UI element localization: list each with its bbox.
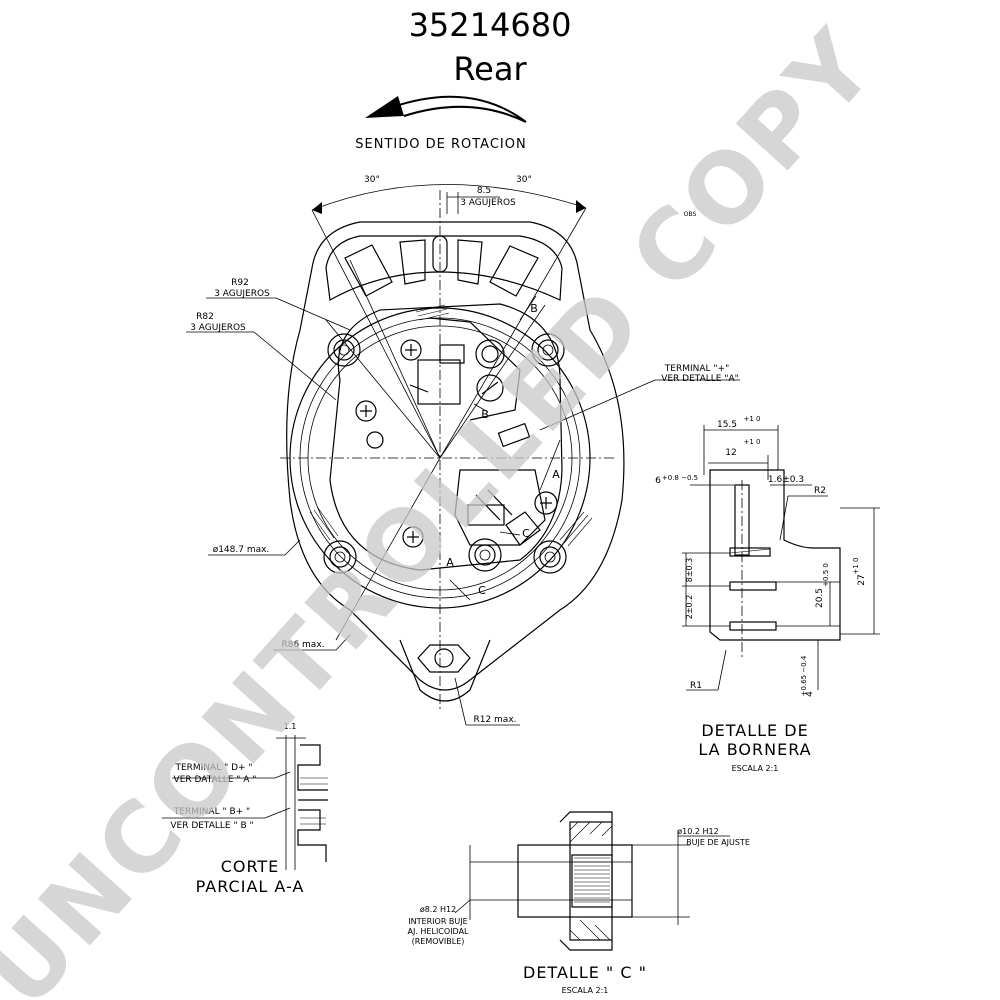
detalle-c-interior-3: (REMOVIBLE) <box>412 937 465 946</box>
detalle-c <box>454 811 730 951</box>
bornera-dim-1-6: 1.6±0.3 <box>768 475 804 485</box>
screw-right <box>534 491 558 515</box>
bornera-dim-8: 8±0.3 <box>685 558 694 583</box>
corte-parcial <box>162 735 328 870</box>
corte-dim-1-1: 1.1 <box>284 722 297 731</box>
angle-right-label: 30° <box>516 175 532 185</box>
bolt-bottom-right <box>533 540 567 574</box>
detalle-c-interior-1: INTERIOR BUJE <box>408 917 467 926</box>
corte-terminal-b: TERMINAL " B+ " <box>173 807 250 817</box>
bornera-dim-4: 4 <box>805 691 815 697</box>
detalle-bornera <box>682 425 880 691</box>
section-c-lower: C <box>478 584 486 597</box>
bolt-top-right <box>531 333 565 367</box>
hole-count-label: 3 AGUJEROS <box>460 198 516 208</box>
bornera-dim-6: 6 <box>655 476 661 486</box>
rotation-label: SENTIDO DE ROTACION <box>355 137 526 152</box>
corte-title-2: PARCIAL A-A <box>196 877 305 896</box>
detalle-c-dim-10-2: ø10.2 H12 <box>677 827 718 836</box>
corte-terminal-d: TERMINAL " D+ " <box>174 763 252 773</box>
hole-dim-label: 8.5 <box>477 186 491 196</box>
bornera-dim-2: 2±0.2 <box>685 595 694 620</box>
r82-count-label: 3 AGUJEROS <box>190 323 246 333</box>
section-a-lower: A <box>446 556 454 569</box>
rotation-arrow-icon <box>365 95 527 123</box>
section-c-right: C <box>522 527 530 540</box>
bornera-dim-6-tol: +0.8 −0.5 <box>662 474 698 482</box>
bornera-dim-15-5: 15.5 <box>717 420 737 430</box>
bornera-title-1: DETALLE DE <box>701 721 808 740</box>
detalle-c-dim-8-2: ø8.2 H12 <box>420 905 456 914</box>
section-a-upper: A <box>552 468 560 481</box>
corte-title-1: CORTE <box>221 857 280 876</box>
r86-label: R86 max. <box>281 640 324 650</box>
corte-see-b: VER DETALLE " B " <box>170 821 253 831</box>
bornera-dim-15-5-tol: +1 0 <box>744 415 761 423</box>
detalle-c-title: DETALLE " C " <box>523 963 647 982</box>
r92-label: R92 <box>231 278 249 288</box>
obs-mark: OBS <box>684 211 697 218</box>
bornera-dim-12-tol: +1 0 <box>744 438 761 446</box>
bolt-bottom-left <box>323 540 357 574</box>
main-view-dimensions <box>186 184 740 726</box>
diameter-label: ø148.7 max. <box>213 545 270 555</box>
view-label: Rear <box>453 50 527 88</box>
angle-left-label: 30° <box>364 175 380 185</box>
bolt-top-left <box>327 333 361 367</box>
bornera-dim-20-5: 20.5 <box>815 588 825 608</box>
screw-left <box>355 400 377 422</box>
section-b-upper: B <box>530 302 538 315</box>
terminal-plus-label: TERMINAL "+" <box>664 364 729 374</box>
bornera-dim-r2: R2 <box>814 486 826 496</box>
detalle-c-scale: ESCALA 2:1 <box>562 986 609 995</box>
uncontrolled-copy-watermark: UNCONTROLLED COPY <box>0 8 898 1000</box>
bornera-dim-20-5-tol: +0.5 0 <box>822 563 830 587</box>
corte-see-a: VER DATALLE " A " <box>174 775 257 785</box>
bornera-dim-27: 27 <box>857 574 867 585</box>
detalle-c-interior-2: AJ. HELICOIDAL <box>408 927 470 936</box>
section-b-lower: B <box>481 408 489 421</box>
r82-label: R82 <box>196 312 214 322</box>
detalle-c-buje: BUJE DE AJUSTE <box>686 838 750 847</box>
bornera-dim-4-tol: +0.65 −0.4 <box>800 655 808 696</box>
part-number: 35214680 <box>409 6 572 44</box>
screw-bottom-left <box>402 526 424 548</box>
bornera-scale: ESCALA 2:1 <box>732 764 779 773</box>
bornera-title-2: LA BORNERA <box>698 740 811 759</box>
r12-label: R12 max. <box>473 715 516 725</box>
bornera-dim-12: 12 <box>725 448 736 458</box>
see-detail-a-label: VER DETALLE "A" <box>661 374 739 384</box>
r92-count-label: 3 AGUJEROS <box>214 289 270 299</box>
screw-top <box>400 339 422 361</box>
bornera-dim-27-tol: +1 0 <box>852 558 860 575</box>
mounting-lug <box>399 639 491 702</box>
bornera-dim-r1: R1 <box>690 681 702 691</box>
